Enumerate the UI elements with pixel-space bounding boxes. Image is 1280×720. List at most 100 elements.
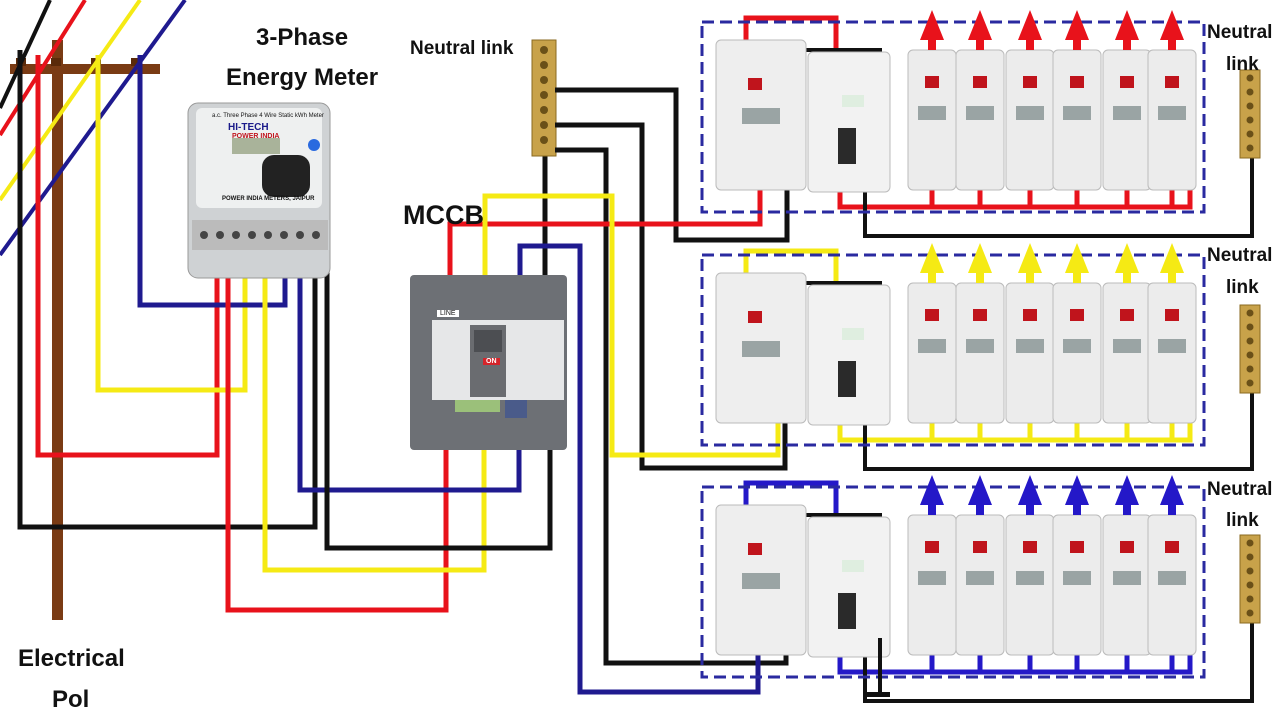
neutral-link-2-label-line1: Neutral <box>1207 245 1273 266</box>
meter-type-text: a.c. Three Phase 4 Wire Static kWh Meter <box>212 113 324 119</box>
wire-yellow-pole-to-meter <box>95 55 248 393</box>
outgoing-mcb-logo <box>1070 76 1084 88</box>
meter-terminal-screw <box>232 231 240 239</box>
pole-crossarm <box>10 64 160 74</box>
neutral-link-screw <box>1246 365 1254 373</box>
meter-title-line1: 3-Phase <box>256 24 349 51</box>
wire-red-mccb-to-panel1 <box>447 178 763 285</box>
rccb-test-button <box>842 328 864 340</box>
outgoing-mcb-toggle <box>1158 106 1186 120</box>
output-arrow-icon <box>1065 10 1089 40</box>
outgoing-mcb-toggle <box>1158 339 1186 353</box>
outgoing-mcb-logo <box>925 541 939 553</box>
outgoing-mcb-toggle <box>1113 106 1141 120</box>
rccb <box>807 51 891 193</box>
output-arrow-icon <box>968 243 992 273</box>
output-arrow-icon <box>968 475 992 505</box>
outgoing-mcb-toggle <box>918 339 946 353</box>
meter-terminal-screw <box>312 231 320 239</box>
meter-brand-line2: POWER INDIA <box>232 133 280 140</box>
wire-yellow-mccb-to-panel2 <box>482 193 781 458</box>
neutral-link-1-label-line1: Neutral <box>1207 22 1273 43</box>
neutral-link-2-label-line2: link <box>1226 277 1259 298</box>
outgoing-mcb-logo <box>1165 541 1179 553</box>
wire-neutral-to-panel2 <box>555 122 788 471</box>
output-arrow-icon <box>1160 475 1184 505</box>
output-arrow-stem <box>1073 501 1081 515</box>
output-arrow-icon <box>1115 475 1139 505</box>
pole-insulator <box>51 58 61 66</box>
output-arrow-stem <box>1168 501 1176 515</box>
overhead-line-neutral <box>0 0 52 109</box>
output-arrow-stem <box>976 501 984 515</box>
neutral-terminal-mark <box>866 692 890 697</box>
pole-label-line2: Pol <box>52 686 90 713</box>
output-arrow-stem <box>1026 269 1034 283</box>
output-arrow-stem <box>1123 269 1131 283</box>
mccb-label: MCCB <box>403 200 484 230</box>
output-arrow-stem <box>1168 269 1176 283</box>
output-arrow-stem <box>1073 36 1081 50</box>
outgoing-mcb-toggle <box>1016 339 1044 353</box>
outgoing-mcb-logo <box>1023 76 1037 88</box>
wire-yellow-meter-to-mccb <box>262 230 487 573</box>
wire-neutral-to-panel1 <box>555 87 790 243</box>
outgoing-mcb-toggle <box>1063 106 1091 120</box>
neutral-link-screw <box>1246 553 1254 561</box>
outgoing-mcb-toggle <box>966 106 994 120</box>
neutral-link-screw <box>1246 539 1254 547</box>
outgoing-mcb-logo <box>1120 309 1134 321</box>
meter-title-line2: Energy Meter <box>226 64 379 91</box>
jumper-phase <box>743 480 839 527</box>
output-arrow-icon <box>1160 243 1184 273</box>
output-arrow-icon <box>920 475 944 505</box>
meter-terminal-block <box>192 220 328 250</box>
outgoing-mcb-toggle <box>1113 571 1141 585</box>
output-arrow-icon <box>1018 10 1042 40</box>
meter-terminal-screw <box>200 231 208 239</box>
outgoing-mcb-toggle <box>966 571 994 585</box>
neutral-link-screw <box>1246 323 1254 331</box>
wire-neutral-meter-to-mccb <box>324 230 553 551</box>
pole-label-line1: Electrical <box>18 645 125 672</box>
outgoing-mcb-toggle <box>966 339 994 353</box>
outgoing-mcb-logo <box>973 541 987 553</box>
neutral-link-screw <box>1246 144 1254 152</box>
neutral-link-screw <box>1246 379 1254 387</box>
mccb-handle <box>474 330 502 352</box>
outgoing-mcb-logo <box>1120 541 1134 553</box>
distribution-panel-1 <box>700 10 1254 238</box>
neutral-link-screw <box>1246 309 1254 317</box>
meter-brand-line1: HI-TECH <box>228 122 269 133</box>
output-arrow-icon <box>920 10 944 40</box>
neutral-link-screw <box>1246 581 1254 589</box>
outgoing-mcb-logo <box>1023 309 1037 321</box>
rccb-toggle <box>838 128 856 164</box>
overhead-line-yellow <box>0 0 142 202</box>
main-mcb-toggle <box>742 573 780 589</box>
meter-terminal-screw <box>280 231 288 239</box>
wire-blue-mccb-to-panel3 <box>517 243 761 695</box>
wire-red-meter-to-mccb <box>225 230 449 613</box>
output-arrow-icon <box>1065 243 1089 273</box>
distribution-panel-3 <box>700 475 1254 703</box>
output-arrow-stem <box>1026 36 1034 50</box>
wire-neutral-to-link <box>863 150 1254 238</box>
outgoing-mcb-toggle <box>1016 106 1044 120</box>
neutral-link-3-label-line2: link <box>1226 510 1259 531</box>
mccb-line-label: LINE <box>437 310 459 317</box>
rccb-test-button <box>842 560 864 572</box>
wire-red-pole-to-meter <box>35 55 220 458</box>
busbar-output-wire <box>837 655 1193 675</box>
panel-dashed-border <box>700 20 1206 214</box>
meter-reset-button <box>308 139 320 151</box>
neutral-link-bar-panel <box>1239 534 1261 624</box>
neutral-link-screw <box>1246 74 1254 82</box>
neutral-link-screw <box>1246 116 1254 124</box>
wire-neutral-to-link <box>863 615 1254 703</box>
output-arrow-stem <box>976 269 984 283</box>
neutral-link-screw <box>540 91 548 99</box>
neutral-link-screw <box>1246 351 1254 359</box>
